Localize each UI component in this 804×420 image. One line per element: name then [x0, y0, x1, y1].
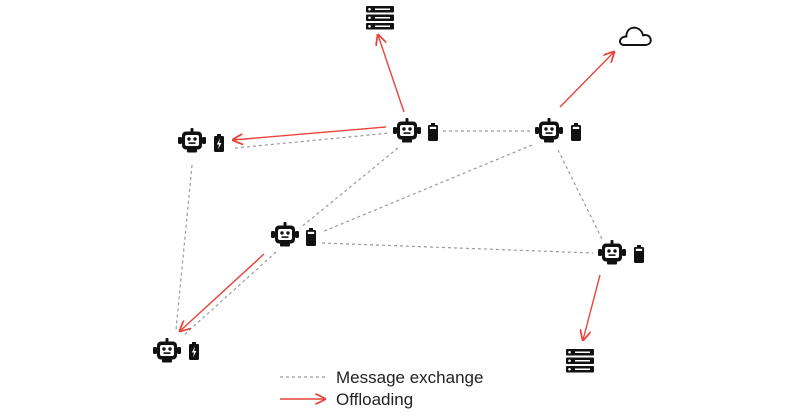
battery-full-icon	[428, 123, 438, 141]
message-link	[321, 242, 594, 254]
battery-charging-icon	[189, 342, 199, 360]
robot-node-center-top	[393, 118, 438, 143]
robot-icon	[153, 338, 181, 363]
message-link	[299, 147, 399, 229]
robot-icon	[598, 240, 626, 265]
robot-node-left-top	[178, 128, 224, 153]
battery-full-icon	[634, 245, 644, 263]
offload-arrow	[559, 52, 614, 108]
robot-icon	[393, 118, 421, 143]
server-icon	[366, 6, 394, 30]
battery-full-icon	[306, 228, 316, 246]
message-link	[175, 164, 193, 331]
offload-arrow	[180, 253, 265, 331]
offload-arrow	[378, 35, 405, 113]
server-icon	[566, 349, 594, 373]
robot-node-center	[271, 222, 316, 247]
offload-arrow	[233, 126, 387, 140]
cloud-icon	[619, 26, 652, 46]
robot-icon	[178, 128, 206, 153]
legend: Message exchange Offloading	[280, 368, 483, 409]
message-link	[557, 149, 604, 242]
message-link	[183, 251, 277, 336]
legend-message-label: Message exchange	[336, 368, 483, 387]
robot-icon	[535, 118, 563, 143]
battery-full-icon	[571, 123, 581, 141]
offload-arrow	[583, 274, 601, 340]
robot-icon	[271, 222, 299, 247]
message-links	[175, 130, 604, 336]
legend-offload-label: Offloading	[336, 390, 413, 409]
message-link	[234, 132, 391, 149]
robot-node-left-bottom	[153, 338, 199, 363]
message-link	[321, 144, 533, 233]
robot-node-right-bottom	[598, 240, 644, 265]
offload-links	[180, 35, 614, 340]
robot-node-right-top	[535, 118, 581, 143]
battery-charging-icon	[214, 134, 224, 152]
